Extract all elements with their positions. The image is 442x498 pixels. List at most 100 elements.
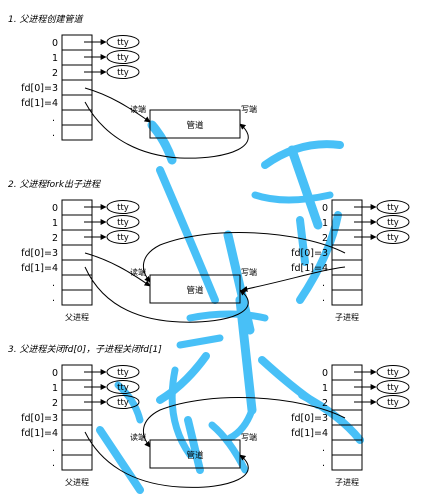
tty-label: tty [117, 218, 129, 228]
parent-fd-table [61, 199, 93, 306]
fd-label: 1 [52, 53, 58, 64]
watermark-stroke [96, 426, 144, 494]
parent-fd-table [61, 364, 93, 471]
parent-write-arrow [84, 431, 249, 488]
child-process-label: 子进程 [335, 478, 359, 487]
fd-label: . [52, 128, 55, 139]
child-fd-label: fd[0]=3 [291, 248, 328, 259]
watermark-stroke [296, 216, 309, 266]
tty-label: tty [387, 368, 399, 378]
child-fd-label: fd[1]=4 [291, 428, 328, 439]
fd-label: fd[1]=4 [21, 263, 58, 274]
write-end-arrow [84, 101, 249, 159]
write-end-label: 写端 [241, 104, 257, 114]
watermark-stroke [287, 145, 323, 230]
tty-label: tty [387, 383, 399, 393]
watermark-stroke [114, 381, 144, 424]
fd-label: 1 [52, 218, 58, 229]
watermark-stroke [156, 166, 219, 304]
watermark-stroke [186, 310, 269, 322]
fd-label: . [52, 113, 55, 124]
write-end-label: 写端 [241, 432, 257, 442]
fd-label: . [52, 458, 55, 469]
fd-label: 0 [52, 38, 58, 49]
write-end-label: 写端 [241, 267, 257, 277]
watermark-stroke [176, 334, 224, 349]
child-read-arrow [142, 397, 346, 448]
fd-label: 2 [52, 398, 58, 409]
child-fd-label: fd[0]=3 [291, 413, 328, 424]
child-read-arrow [142, 232, 346, 283]
parent-fd-table [61, 34, 93, 141]
step-2-title: 2. 父进程fork出子进程 [8, 180, 101, 190]
tty-label: tty [117, 53, 129, 63]
child-fd-table [331, 199, 363, 306]
step-2-diagram: 0 1 2 fd[0]=3 fd[1]=4 . . 父进程 tty tty tt… [21, 199, 410, 323]
child-fd-label: . [322, 443, 325, 454]
fd-label: 0 [52, 368, 58, 379]
pipe-label: 管道 [186, 120, 204, 131]
tty-label: tty [117, 383, 129, 393]
fd-label: 1 [52, 383, 58, 394]
parent-process-label: 父进程 [65, 478, 89, 487]
fd-label: fd[0]=3 [21, 413, 58, 424]
child-write-arrow [241, 266, 346, 292]
child-tty-links [354, 200, 410, 244]
fd-label: fd[0]=3 [21, 248, 58, 259]
child-fd-label: . [322, 458, 325, 469]
tty-label: tty [117, 368, 129, 378]
fd-label: 0 [52, 203, 58, 214]
read-end-label: 读端 [130, 432, 146, 442]
child-fd-label: fd[1]=4 [291, 263, 328, 274]
read-end-arrow [84, 87, 151, 123]
tty-label: tty [387, 233, 399, 243]
fd-label: fd[1]=4 [21, 98, 58, 109]
watermark-stroke [184, 416, 204, 474]
fd-label: 2 [52, 68, 58, 79]
parent-write-arrow [84, 266, 249, 323]
step-1-title: 1. 父进程创建管道 [8, 15, 83, 25]
step-3-diagram: 0 1 2 fd[0]=3 fd[1]=4 . . 父进程 tty tty tt… [21, 364, 410, 488]
watermark-stroke [296, 211, 342, 304]
tty-label: tty [387, 398, 399, 408]
pipe-box [149, 274, 241, 304]
tty-label: tty [117, 398, 129, 408]
child-fd-label: 1 [322, 218, 328, 229]
step-1-diagram: 0 1 2 fd[0]=3 fd[1]=4 . . tty tty tty 管道… [21, 34, 257, 159]
tty-label: tty [117, 233, 129, 243]
parent-process-label: 父进程 [65, 313, 89, 322]
parent-tty-links [84, 365, 140, 409]
watermark-stroke [235, 295, 257, 415]
child-fd-label: 0 [322, 203, 328, 214]
parent-tty-links [84, 200, 140, 244]
fd-label: fd[1]=4 [21, 428, 58, 439]
tty-links [84, 35, 140, 79]
read-end-label: 读端 [130, 267, 146, 277]
child-fd-table [331, 364, 363, 471]
child-process-label: 子进程 [335, 313, 359, 322]
child-fd-label: 1 [322, 383, 328, 394]
child-fd-label: 2 [322, 233, 328, 244]
pipe-label: 管道 [186, 450, 204, 461]
child-fd-label: . [322, 293, 325, 304]
tty-label: tty [387, 218, 399, 228]
child-tty-links [354, 365, 410, 409]
child-fd-label: 2 [322, 398, 328, 409]
watermark-stroke [226, 406, 256, 442]
fd-label: . [52, 293, 55, 304]
pipe-label: 管道 [186, 285, 204, 296]
tty-label: tty [117, 38, 129, 48]
tty-label: tty [117, 68, 129, 78]
tty-label: tty [117, 203, 129, 213]
tty-label: tty [387, 203, 399, 213]
read-end-label: 读端 [130, 104, 146, 114]
child-fd-label: . [322, 278, 325, 289]
fd-label: . [52, 278, 55, 289]
step-3-title: 3. 父进程关闭fd[0]，子进程关闭fd[1] [8, 345, 162, 355]
watermark-stroke [156, 352, 210, 404]
child-fd-label: 0 [322, 368, 328, 379]
watermark-stroke [168, 366, 194, 459]
watermark-stroke [208, 421, 249, 474]
